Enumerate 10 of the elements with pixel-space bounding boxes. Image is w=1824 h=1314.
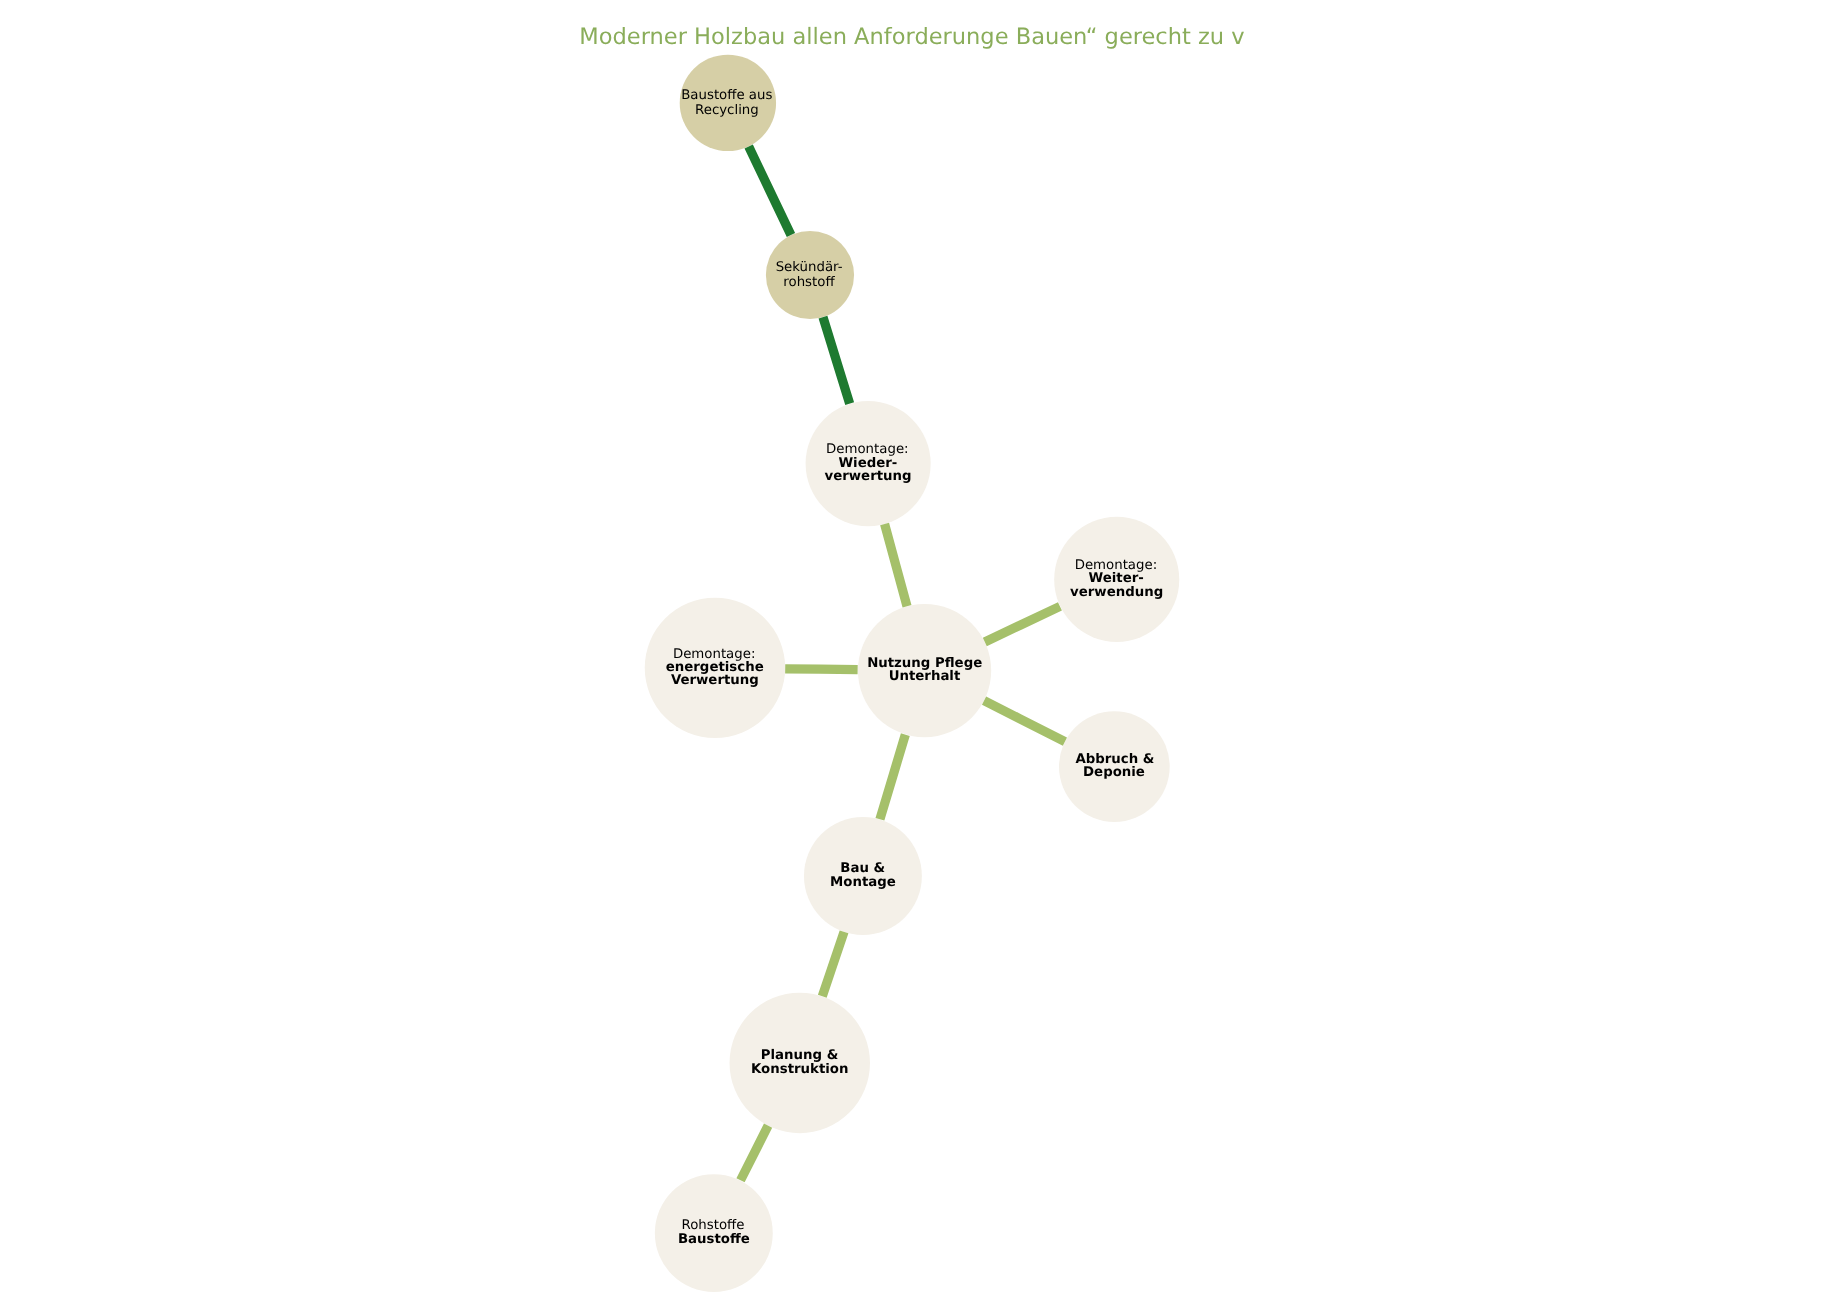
connector [817, 930, 849, 998]
connector [785, 664, 858, 675]
connector [736, 1123, 773, 1183]
diagram-title: Moderner Holzbau allen Anforderunge Bauen“ gerecht zu v [579, 24, 1245, 51]
connector [982, 696, 1067, 746]
connector [982, 602, 1062, 647]
connector [818, 315, 855, 406]
connector [875, 733, 910, 821]
connector [744, 144, 796, 238]
connector [880, 522, 912, 608]
